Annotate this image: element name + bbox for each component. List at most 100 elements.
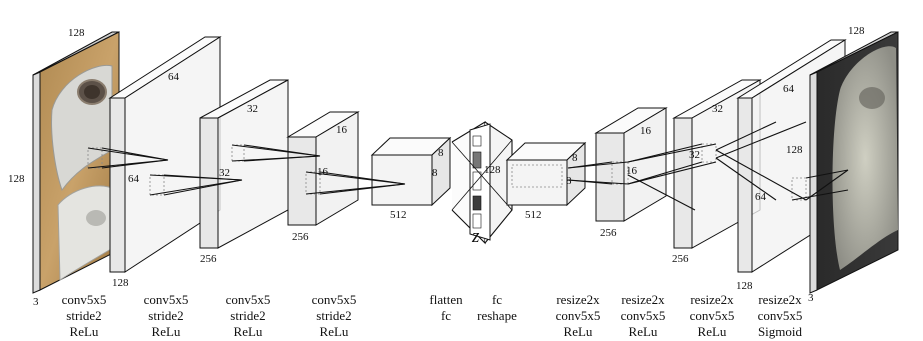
op-label-4-line-3: ReLu [320, 324, 349, 339]
decoder-layer-1 [594, 107, 668, 222]
encoder-layer-2 [199, 79, 289, 249]
op-label-7-line-1: resize2x [556, 292, 600, 307]
op-label-6-line-2: reshape [477, 308, 517, 323]
op-label-1-line-3: ReLu [70, 324, 99, 339]
latent-link-1 [451, 141, 513, 211]
dec3-left-label: 64 [755, 191, 767, 203]
op-label-1-line-2: stride2 [66, 308, 101, 323]
reshape-block [505, 141, 587, 207]
latent-band-4 [472, 195, 482, 211]
dec2-top-label: 32 [712, 103, 723, 115]
input-left-label: 128 [8, 173, 25, 185]
input-kernel-box [87, 147, 103, 169]
enc3-side [287, 136, 317, 226]
flatten-block [370, 136, 452, 207]
op-label-7-line-3: ReLu [564, 324, 593, 339]
output-image-side [809, 71, 818, 294]
dimension-labels: 128 128 3 64 64 128 32 32 256 16 16 256 … [8, 25, 865, 308]
socket-ring [84, 85, 100, 99]
funnel-d2-3 [715, 157, 777, 201]
op-label-10-line-3: Sigmoid [758, 324, 803, 339]
funnel-d2-2 [715, 121, 807, 159]
flat-a-label: 8 [438, 147, 444, 159]
resh-a-label: 8 [572, 152, 578, 164]
funnel-e3-2 [305, 171, 406, 185]
latent-symbol-label: z [471, 226, 480, 247]
enc2-left-label: 32 [219, 167, 230, 179]
latent-vector [451, 121, 513, 245]
latent-band-5 [472, 213, 482, 229]
dec3-right-label: 128 [786, 144, 803, 156]
op-label-9-line-1: resize2x [690, 292, 734, 307]
funnel-d1-4 [627, 161, 717, 185]
op-label-1-line-1: conv5x5 [62, 292, 107, 307]
input-image [32, 31, 120, 294]
operation-labels: conv5x5stride2ReLuconv5x5stride2ReLuconv… [62, 292, 803, 339]
resh-size-label: 512 [525, 209, 542, 221]
dec3-side [737, 97, 753, 273]
enc1-top-label: 64 [168, 71, 180, 83]
resh-b-label: 8 [566, 175, 572, 187]
op-label-9-line-2: conv5x5 [690, 308, 735, 323]
flat-side [431, 136, 451, 207]
op-label-10-line-1: resize2x [758, 292, 802, 307]
enc2-side [199, 117, 219, 249]
enc2-bottom-label: 256 [200, 253, 217, 265]
op-label-8-line-2: conv5x5 [621, 308, 666, 323]
enc2-top-label: 32 [247, 103, 258, 115]
input-top-label: 128 [68, 27, 85, 39]
enc3-top-label: 16 [336, 124, 348, 136]
dec2-side [673, 117, 693, 249]
latent-band-1 [472, 135, 482, 147]
funnel-e2-4 [243, 155, 321, 162]
input-image-side [32, 71, 41, 294]
funnel-d1-3 [627, 161, 703, 185]
op-label-2-line-1: conv5x5 [144, 292, 189, 307]
funnel-r-2 [567, 161, 629, 169]
enc1-side [109, 97, 126, 273]
encoder-layer-1 [108, 36, 222, 273]
output-image [809, 31, 899, 294]
resh-kernel-box [511, 164, 563, 188]
dec3-bottom-label: 128 [736, 280, 753, 292]
dec3-top-label: 64 [783, 83, 795, 95]
op-label-10-line-2: conv5x5 [758, 308, 803, 323]
flat-b-label: 8 [432, 167, 438, 179]
output-top-label: 128 [848, 25, 865, 37]
funnel-e3-4 [319, 183, 406, 195]
latent-band-2 [472, 151, 482, 169]
latent-link-2 [451, 139, 513, 211]
conv-funnels [87, 121, 849, 211]
output-blob-shadow [859, 87, 885, 109]
resh-front [506, 159, 568, 206]
op-label-3-line-3: ReLu [234, 324, 263, 339]
funnel-d1-5 [627, 174, 696, 211]
dec2-bottom-label: 256 [672, 253, 689, 265]
op-label-4-line-2: stride2 [316, 308, 351, 323]
funnel-d2-4 [715, 149, 807, 201]
funnel-in-4 [101, 159, 169, 169]
dec1-side [595, 132, 625, 222]
op-label-2-line-3: ReLu [152, 324, 181, 339]
dec2-left-label: 32 [689, 149, 700, 161]
enc3-left-label: 16 [317, 166, 329, 178]
funnel-d3-2 [805, 169, 849, 201]
funnel-d3-3 [791, 189, 849, 201]
funnel-e2-2 [231, 144, 321, 157]
dec1-bottom-label: 256 [600, 227, 617, 239]
funnel-in-2 [87, 147, 169, 161]
op-label-8-line-1: resize2x [621, 292, 665, 307]
enc1-left-label: 64 [128, 173, 140, 185]
socket-lower-hole [86, 210, 106, 226]
op-label-5-line-2: fc [441, 308, 451, 323]
op-label-9-line-3: ReLu [698, 324, 727, 339]
latent-size-label: 128 [484, 164, 501, 176]
dec1-left-label: 16 [626, 165, 638, 177]
encoder-layer-3 [286, 111, 360, 226]
funnel-d3-1 [805, 169, 849, 179]
enc1-kernel-box [149, 174, 165, 196]
op-label-4-line-1: conv5x5 [312, 292, 357, 307]
output-channels-label: 3 [808, 292, 814, 304]
dec1-top-label: 16 [640, 125, 652, 137]
